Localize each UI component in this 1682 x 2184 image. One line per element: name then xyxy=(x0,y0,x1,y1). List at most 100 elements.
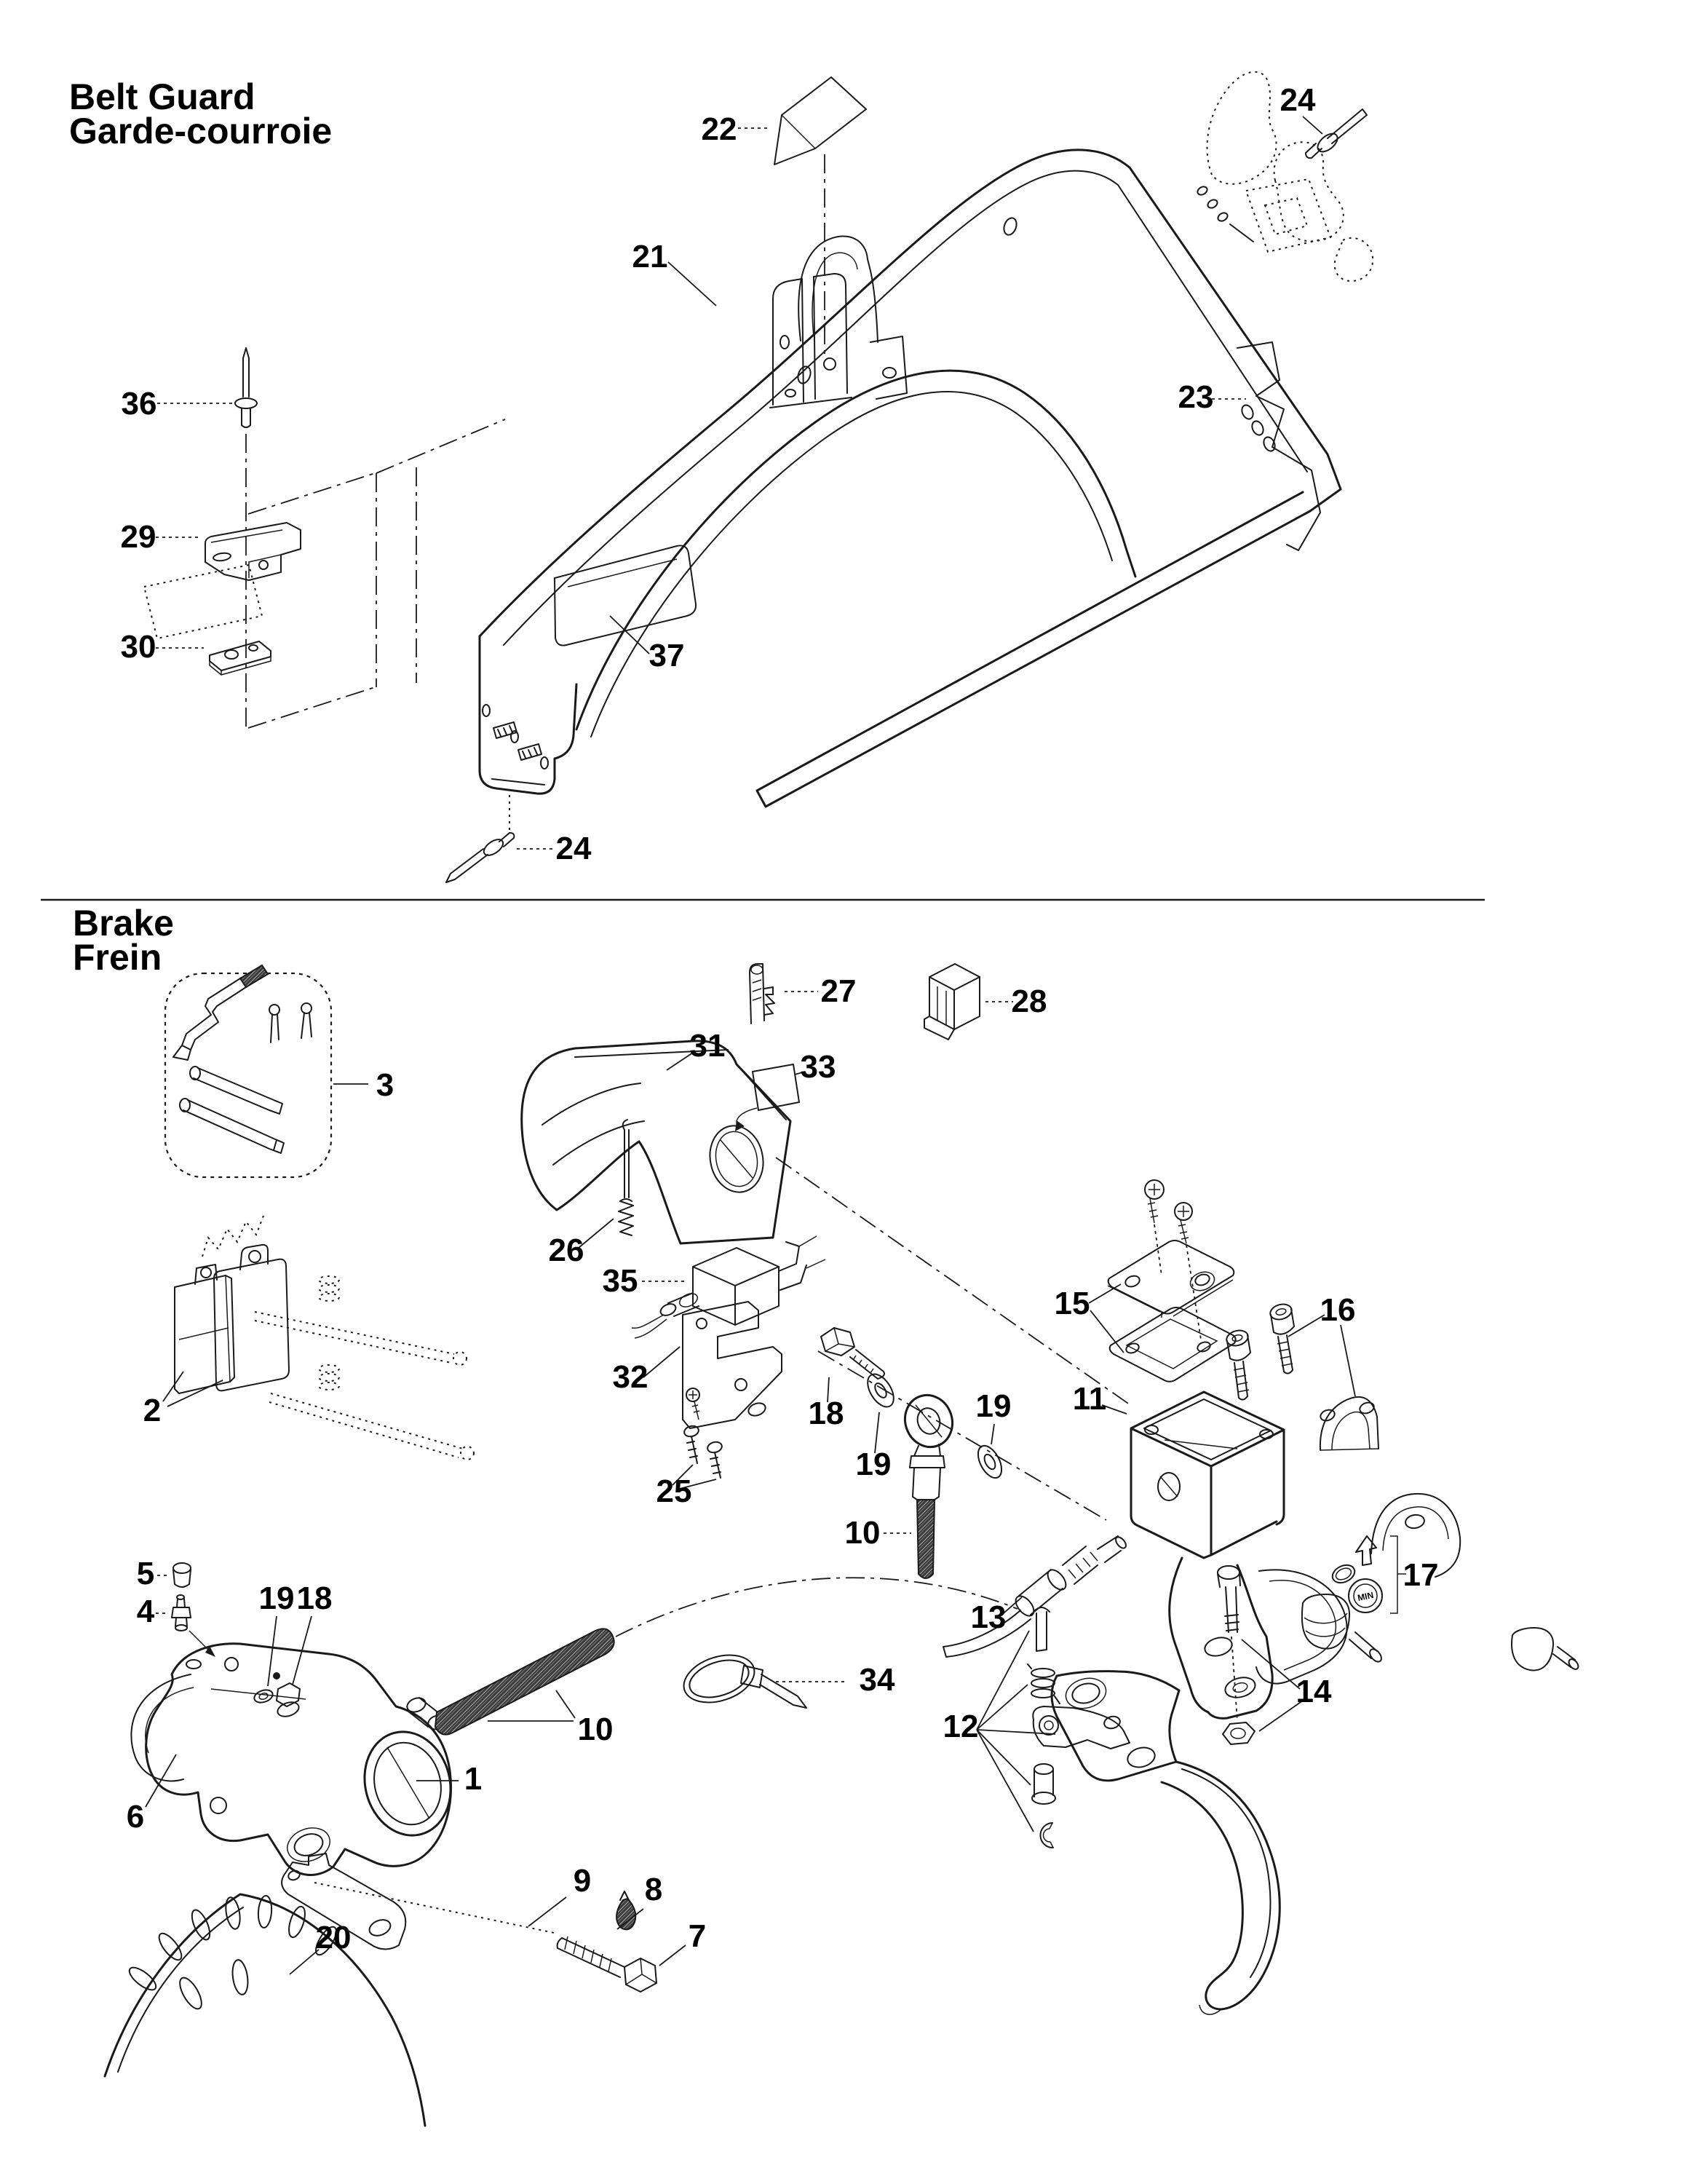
leader-25 xyxy=(672,1464,717,1490)
protective-cap xyxy=(172,1562,191,1588)
rear-support-bracket xyxy=(1237,341,1321,551)
hex-bolt xyxy=(556,1936,657,1993)
callout-19c: 19 xyxy=(259,1580,295,1616)
callout-36: 36 xyxy=(122,386,157,422)
rod-end xyxy=(904,1393,953,1579)
callout-37: 37 xyxy=(649,638,685,673)
brake-section: Brake Frein 3 27 xyxy=(73,903,1579,2127)
callout-5: 5 xyxy=(137,1556,154,1591)
lever-pivot-kit xyxy=(1027,1607,1130,1849)
axis-line-2 xyxy=(817,1350,1107,1521)
section-title-en: Belt Guard xyxy=(69,76,255,117)
callout-6: 6 xyxy=(127,1799,144,1835)
section2-title-fr: Frein xyxy=(73,937,162,978)
callout-7: 7 xyxy=(689,1918,706,1954)
reservoir-cover xyxy=(1107,1179,1237,1382)
leader-7 xyxy=(659,1944,686,1966)
leader-16 xyxy=(1288,1314,1356,1397)
leader-10b xyxy=(488,1690,576,1722)
callout-33: 33 xyxy=(801,1049,836,1085)
anchor-plate xyxy=(281,1853,558,1950)
return-spring xyxy=(618,1119,634,1236)
callout-17: 17 xyxy=(1403,1557,1439,1593)
brake-hose-upper xyxy=(943,1535,1127,1658)
callout-30: 30 xyxy=(121,629,156,665)
leader-32 xyxy=(643,1346,681,1378)
warning-decal xyxy=(774,76,867,354)
callout-26: 26 xyxy=(549,1233,584,1268)
leader-2 xyxy=(162,1371,223,1407)
callout-1: 1 xyxy=(464,1761,482,1797)
belt-guard-section: Belt Guard Garde-courroie xyxy=(69,71,1374,883)
brake-caliper xyxy=(130,1628,615,1876)
leader-19a xyxy=(874,1412,880,1454)
master-cylinder-clevis xyxy=(1168,1492,1579,1745)
callout-32: 32 xyxy=(613,1359,648,1395)
leader-14 xyxy=(1241,1639,1304,1732)
callout-18a: 18 xyxy=(809,1396,844,1431)
pad-pin-kit-box xyxy=(164,964,333,1179)
callout-25: 25 xyxy=(656,1473,692,1509)
leader-15 xyxy=(1088,1283,1124,1353)
callout-35: 35 xyxy=(603,1263,638,1299)
callout-16: 16 xyxy=(1320,1292,1356,1328)
washer-upper xyxy=(867,1373,894,1408)
leader-24a xyxy=(1302,116,1323,135)
washer-right xyxy=(977,1444,1003,1479)
callout-24a: 24 xyxy=(1280,82,1316,118)
callout-19b: 19 xyxy=(976,1388,1012,1424)
caliper-washer xyxy=(253,1689,274,1704)
section2-title-en: Brake xyxy=(73,903,174,943)
callout-13: 13 xyxy=(971,1599,1007,1635)
callout-11: 11 xyxy=(1073,1381,1107,1417)
caliper-bolt xyxy=(276,1682,301,1717)
bolt-upper xyxy=(820,1327,885,1380)
leader-33 xyxy=(794,1071,806,1075)
foam-pad-phantom xyxy=(143,563,263,640)
callout-10b: 10 xyxy=(578,1712,614,1747)
callout-24b: 24 xyxy=(556,831,592,866)
callout-14: 14 xyxy=(1296,1674,1332,1709)
support-bracket xyxy=(205,522,301,581)
leader-20 xyxy=(289,1949,320,1975)
leader-9 xyxy=(528,1896,567,1927)
master-cylinder-reservoir xyxy=(1130,1390,1285,1559)
lubricant-drop xyxy=(616,1891,637,1931)
clamp-screws xyxy=(1226,1303,1379,1451)
leader-18a xyxy=(827,1377,830,1403)
leader-21 xyxy=(667,261,717,306)
rivet-left xyxy=(234,347,258,732)
brake-light-switch xyxy=(631,1235,826,1339)
min-cap-label: MIN xyxy=(1357,1590,1374,1603)
callout-28: 28 xyxy=(1012,984,1047,1019)
callout-18b: 18 xyxy=(297,1580,333,1616)
leader-26 xyxy=(578,1218,614,1249)
ghost-lines xyxy=(247,419,506,729)
callout-10a: 10 xyxy=(845,1515,881,1551)
callout-23: 23 xyxy=(1178,379,1214,415)
leader-19b xyxy=(991,1423,995,1445)
lever-housing xyxy=(520,1040,792,1245)
belt-guard-body xyxy=(478,149,1342,808)
terminal-clip xyxy=(749,963,775,1024)
leader-6 xyxy=(145,1754,177,1808)
leader-19c xyxy=(267,1615,277,1687)
callout-20: 20 xyxy=(316,1920,352,1955)
mounting-screws xyxy=(683,1425,723,1479)
cable-tie xyxy=(683,1654,807,1709)
stipple-shapes xyxy=(1206,71,1374,282)
brake-disc xyxy=(103,1893,427,2127)
callout-8: 8 xyxy=(645,1872,662,1907)
guard-latch xyxy=(769,235,908,408)
cap-kit: MIN xyxy=(1331,1535,1406,1614)
rivet-bottom xyxy=(445,795,515,883)
callout-34: 34 xyxy=(860,1662,895,1698)
connector-housing xyxy=(924,963,980,1040)
retaining-plate xyxy=(209,641,271,676)
leader-13 xyxy=(998,1597,1023,1618)
callout-19a: 19 xyxy=(856,1447,892,1482)
brake-pads xyxy=(174,1215,475,1460)
callout-29: 29 xyxy=(121,519,156,555)
